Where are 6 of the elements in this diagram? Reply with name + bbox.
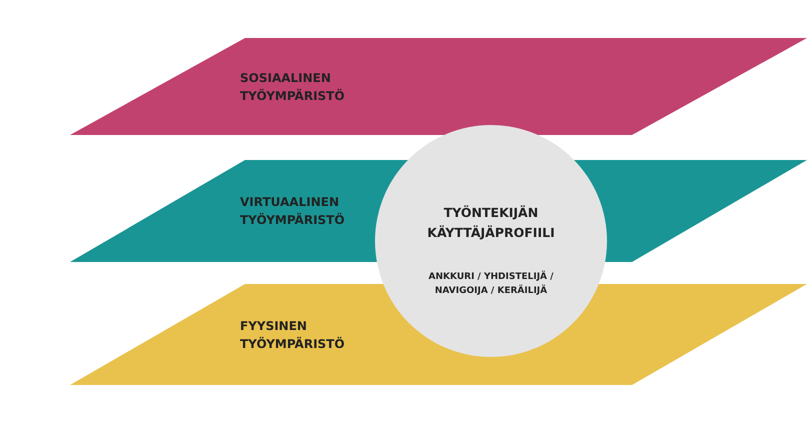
band-label: FYYSINEN TYÖYMPÄRISTÖ [240,318,346,352]
band-label: VIRTUAALINEN TYÖYMPÄRISTÖ [240,194,346,229]
band-label: SOSIAALINEN TYÖYMPÄRISTÖ [240,70,346,104]
parallelogram-band [70,38,807,135]
circle-subtext: ANKKURI / YHDISTELIJÄ / NAVIGOIJA / KERÄILIJÄ [428,270,554,298]
circle-heading: TYÖNTEKIJÄN KÄYTTÄJÄPROFIILI [426,204,556,242]
